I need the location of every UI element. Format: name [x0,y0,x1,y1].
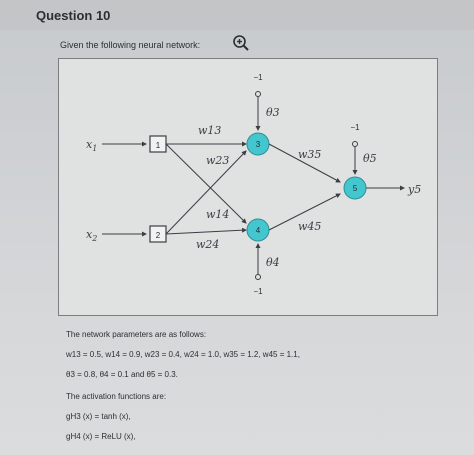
question-title: Question 10 [36,8,111,23]
hidden-node-3-label: 3 [256,140,261,149]
zoom-in-icon[interactable] [232,34,250,52]
weight-label-w23: w23 [206,154,229,167]
edge-w45 [268,193,341,231]
edge-w24 [165,227,247,235]
edge-w14 [165,143,247,224]
weight-label-w35: w35 [298,148,321,161]
activation-heading: The activation functions are: [66,392,167,401]
edge-w35 [268,143,341,183]
bias-input-5 [352,141,358,147]
weight-label-w13: w13 [198,124,221,137]
bias-input-3 [255,91,261,97]
neural-network-diagram: x1 1 x2 2 w13 w23 w14 w24 −1 [86,73,421,296]
input-node-2-label: 2 [156,231,161,240]
weight-label-w45: w45 [298,220,321,233]
bias-input-4 [255,274,261,280]
network-diagram-frame [58,58,438,316]
bias-value-3: −1 [253,73,263,82]
input-label-x1: x1 [86,138,97,153]
params-heading: The network parameters are as follows: [66,330,207,339]
bias-label-theta4: θ4 [266,256,280,269]
intro-text: Given the following neural network: [60,40,201,50]
weight-label-w24: w24 [196,238,219,251]
activation-h3: gH3 (x) = tanh (x), [66,412,131,421]
activation-h4: gH4 (x) = ReLU (x), [66,432,136,441]
output-node-5-label: 5 [353,184,358,193]
params-thetas-line: θ3 = 0.8, θ4 = 0.1 and θ5 = 0.3. [66,370,178,379]
params-weights-line: w13 = 0.5, w14 = 0.9, w23 = 0.4, w24 = 1… [66,350,300,359]
hidden-node-4-label: 4 [256,226,261,235]
bias-value-5: −1 [350,123,360,132]
input-label-x2: x2 [86,228,97,243]
output-label-y5: y5 [407,183,421,196]
edge-w23 [165,150,247,235]
bias-label-theta5: θ5 [363,152,377,165]
input-node-1-label: 1 [156,141,161,150]
bias-label-theta3: θ3 [266,106,280,119]
weight-label-w14: w14 [206,208,229,221]
bias-value-4: −1 [253,287,263,296]
question-header: Question 10 [0,0,474,30]
